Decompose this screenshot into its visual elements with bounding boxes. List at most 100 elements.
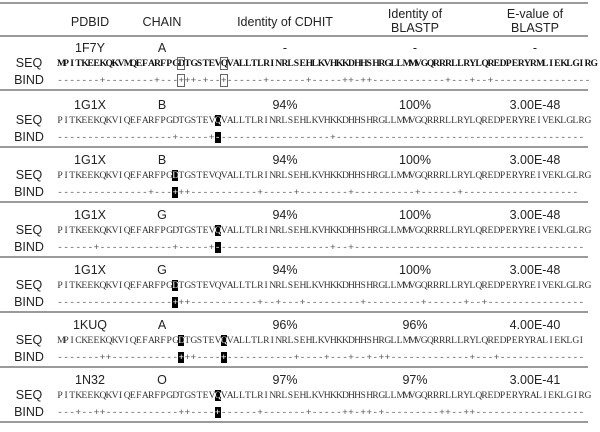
residue: R xyxy=(438,335,446,346)
non-binding-mark: - xyxy=(251,75,257,86)
residue: R xyxy=(578,225,585,236)
non-binding-mark: - xyxy=(214,242,221,253)
non-binding-mark: - xyxy=(202,132,209,143)
non-binding-mark: - xyxy=(354,187,360,198)
residue: G xyxy=(378,390,386,401)
residue: E xyxy=(81,225,88,236)
residue: F xyxy=(141,58,148,69)
non-binding-mark: - xyxy=(329,187,336,198)
bind-label: BIND xyxy=(14,73,44,87)
residue: Q xyxy=(475,170,483,181)
non-binding-mark: - xyxy=(366,297,373,308)
residue: S xyxy=(190,115,197,126)
residue: K xyxy=(335,390,343,401)
non-binding-mark: - xyxy=(245,75,251,86)
binding-residue: D xyxy=(172,170,180,181)
seq-label: SEQ xyxy=(15,278,43,292)
non-binding-mark: - xyxy=(196,297,203,308)
residue: G xyxy=(184,390,192,401)
non-binding-mark: - xyxy=(87,352,94,363)
binding-site-mark: + xyxy=(348,187,354,198)
residue: G xyxy=(166,225,174,236)
non-binding-mark: - xyxy=(166,297,173,308)
residue: E xyxy=(202,170,209,181)
residue: D xyxy=(172,225,180,236)
non-binding-mark: - xyxy=(93,297,100,308)
residue: K xyxy=(329,170,337,181)
non-binding-mark: - xyxy=(457,75,464,86)
non-binding-mark: - xyxy=(63,242,69,253)
non-binding-mark: - xyxy=(184,132,191,143)
non-binding-mark: - xyxy=(457,132,464,143)
non-binding-mark: - xyxy=(93,187,100,198)
residue: K xyxy=(105,115,113,126)
residue: I xyxy=(270,58,275,69)
residue: T xyxy=(69,225,76,236)
identity-cdhit-cell: 97% xyxy=(272,373,298,387)
non-binding-mark: - xyxy=(426,242,433,253)
residue: H xyxy=(366,225,374,236)
residue: L xyxy=(451,170,458,181)
non-binding-mark: - xyxy=(166,407,173,418)
residue: R xyxy=(578,115,585,126)
residue: S xyxy=(196,58,203,69)
residue: H xyxy=(372,58,380,69)
non-binding-mark: - xyxy=(426,75,433,86)
non-binding-mark: - xyxy=(275,75,282,86)
non-binding-mark: - xyxy=(323,132,330,143)
non-binding-mark: - xyxy=(578,297,585,308)
residue: R xyxy=(457,390,464,401)
residue: L xyxy=(281,280,288,291)
residue: G xyxy=(184,280,192,291)
non-binding-mark: - xyxy=(457,352,464,363)
residue: H xyxy=(354,280,361,291)
binding-site-mark: + xyxy=(420,297,427,308)
residue: I xyxy=(119,170,123,181)
non-binding-mark: - xyxy=(117,242,124,253)
residue: K xyxy=(560,335,568,346)
residue: E xyxy=(135,335,142,346)
residue: R xyxy=(481,170,488,181)
residue: A xyxy=(147,58,155,69)
non-binding-mark: - xyxy=(275,187,282,198)
residue: L xyxy=(390,225,397,236)
binding-site-mark: + xyxy=(184,297,191,308)
residue: V xyxy=(208,115,216,126)
residue: V xyxy=(414,58,422,69)
non-binding-mark: - xyxy=(511,132,518,143)
residue: E xyxy=(293,280,300,291)
residue: G xyxy=(414,390,422,401)
non-binding-mark: - xyxy=(263,407,270,418)
non-binding-mark: - xyxy=(536,75,542,86)
residue: Q xyxy=(123,225,131,236)
residue: R xyxy=(511,115,519,126)
non-binding-mark: - xyxy=(129,297,136,308)
residue: A xyxy=(226,115,234,126)
non-binding-mark: - xyxy=(475,187,482,198)
residue: M xyxy=(57,335,66,346)
non-binding-mark: - xyxy=(511,242,518,253)
residue: T xyxy=(178,280,185,291)
binding-site-mark: + xyxy=(445,75,451,86)
residue: H xyxy=(354,390,361,401)
non-binding-mark: - xyxy=(329,297,336,308)
residue: F xyxy=(154,280,160,291)
non-binding-mark: - xyxy=(196,242,203,253)
residue: E xyxy=(505,390,512,401)
residue: I xyxy=(70,335,74,346)
non-binding-mark: - xyxy=(426,407,433,418)
residue: Q xyxy=(99,115,107,126)
non-binding-mark: - xyxy=(536,297,542,308)
pdbid-cell: 1G1X xyxy=(74,208,106,222)
pdbid-cell: 1G1X xyxy=(74,153,106,167)
non-binding-mark: - xyxy=(232,132,239,143)
non-binding-mark: - xyxy=(154,242,160,253)
binding-site-mark: + xyxy=(299,297,306,308)
residue: E xyxy=(129,280,136,291)
non-binding-mark: - xyxy=(232,297,239,308)
residue: R xyxy=(463,335,470,346)
residue: R xyxy=(275,390,282,401)
